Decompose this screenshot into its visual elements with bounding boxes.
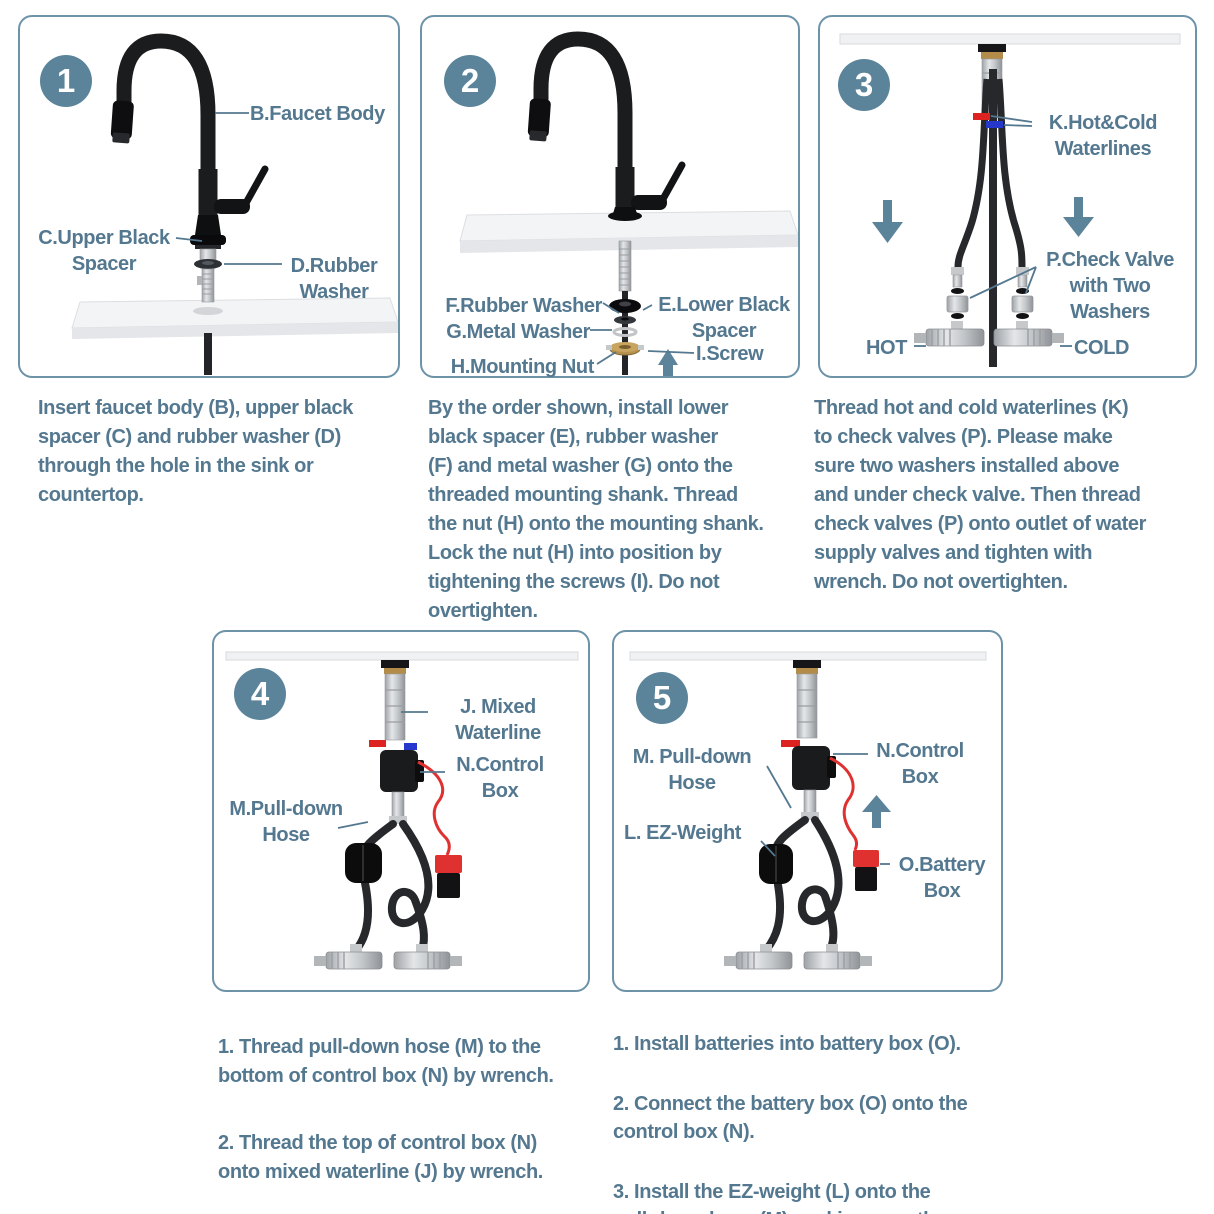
arrow-up-icon bbox=[862, 795, 891, 828]
step-5-caption-item: 1. Install batteries into battery box (O… bbox=[613, 1033, 961, 1055]
pull-down-hose bbox=[989, 69, 997, 367]
faucet bbox=[527, 31, 686, 221]
label-control-box: N.Control Box bbox=[456, 754, 544, 802]
mounting-hardware bbox=[381, 660, 409, 741]
battery-box bbox=[853, 850, 879, 891]
mounting-hardware bbox=[793, 660, 821, 739]
check-valves bbox=[946, 267, 1034, 319]
leader-lines bbox=[914, 115, 1072, 347]
faucet bbox=[110, 33, 269, 235]
label-lower-black-spacer: E.Lower Black Spacer bbox=[658, 294, 790, 342]
pull-down-hose bbox=[762, 816, 843, 954]
supply-valves bbox=[914, 321, 1064, 347]
leader-lines bbox=[760, 753, 890, 865]
cold-marker bbox=[404, 743, 417, 750]
cold-marker bbox=[986, 121, 1003, 128]
step-1-badge: 1 bbox=[40, 55, 92, 107]
ez-weight bbox=[345, 843, 382, 883]
ez-weight bbox=[759, 844, 793, 884]
mounting-shank bbox=[618, 240, 632, 292]
step-3-badge: 3 bbox=[838, 59, 890, 111]
step-4-caption-item: 2. Thread the top of control box (N) ont… bbox=[218, 1132, 543, 1183]
step-5-panel: 5 bbox=[612, 630, 1003, 992]
label-control-box: N.Control Box bbox=[876, 740, 964, 788]
supply-hose bbox=[622, 291, 628, 375]
step-4-diagram bbox=[225, 651, 579, 970]
lanyard bbox=[417, 760, 451, 856]
battery-box bbox=[435, 855, 462, 898]
leader-lines bbox=[590, 302, 695, 365]
step-3-diagram bbox=[839, 33, 1181, 367]
hot-marker bbox=[973, 113, 990, 120]
shank-below-box bbox=[389, 791, 407, 824]
supply-valves bbox=[314, 944, 462, 970]
supply-hose bbox=[204, 333, 212, 375]
label-faucet-body: B.Faucet Body bbox=[250, 103, 385, 125]
label-mounting-nut: H.Mounting Nut bbox=[450, 356, 595, 378]
leader-lines bbox=[175, 112, 282, 265]
step-4-caption-item: 1. Thread pull-down hose (M) to the bott… bbox=[218, 1036, 554, 1087]
step-1-caption: Insert faucet body (B), upper black spac… bbox=[38, 397, 353, 506]
spacer-washer-stack bbox=[190, 235, 226, 303]
step-2-diagram bbox=[459, 31, 798, 376]
faucet-handle bbox=[214, 199, 250, 214]
hot-marker bbox=[781, 740, 800, 747]
faucet-handle bbox=[631, 195, 667, 210]
step-1-diagram bbox=[71, 33, 398, 375]
step-3-caption: Thread hot and cold waterlines (K) to ch… bbox=[814, 397, 1146, 593]
control-box bbox=[380, 750, 424, 792]
label-upper-black-spacer: C.Upper Black Spacer bbox=[38, 227, 170, 275]
countertop bbox=[629, 651, 987, 661]
countertop bbox=[225, 651, 579, 661]
label-cold: COLD bbox=[1074, 337, 1130, 359]
step-4-panel: 4 bbox=[212, 630, 590, 992]
label-hot: HOT bbox=[866, 337, 908, 359]
leader-lines bbox=[337, 711, 445, 829]
label-metal-washer: G.Metal Washer bbox=[446, 321, 590, 343]
step-4-caption: 1. Thread pull-down hose (M) to the bott… bbox=[218, 1004, 613, 1214]
label-rubber-washer: D.Rubber Washer bbox=[290, 255, 378, 303]
hot-marker bbox=[369, 740, 386, 747]
supply-valves bbox=[724, 944, 872, 970]
label-battery-box: O.Battery Box bbox=[898, 854, 986, 902]
step-5-badge: 5 bbox=[636, 672, 688, 724]
pull-down-hose bbox=[352, 820, 433, 954]
shank-below-box bbox=[801, 789, 819, 820]
step-5-diagram bbox=[629, 651, 987, 970]
step-5-caption-item: 2. Connect the battery box (O) onto the … bbox=[613, 1093, 968, 1143]
step-2-panel: 2 bbox=[420, 15, 800, 378]
label-mixed-waterline: J. Mixed Waterline bbox=[455, 696, 541, 744]
step-1-panel: 1 bbox=[18, 15, 400, 378]
label-ez-weight: L. EZ-Weight bbox=[624, 822, 742, 844]
label-hot-cold-waterlines: K.Hot&Cold Waterlines bbox=[1048, 112, 1158, 160]
label-pull-down-hose: M.Pull-down Hose bbox=[229, 798, 343, 846]
step-2-badge: 2 bbox=[444, 55, 496, 107]
lanyard bbox=[829, 756, 859, 851]
label-rubber-washer: F.Rubber Washer bbox=[445, 295, 602, 317]
step-5-caption-item: 3. Install the EZ-weight (L) onto the pu… bbox=[613, 1181, 946, 1214]
arrow-down-icon bbox=[872, 200, 903, 243]
step-4-badge: 4 bbox=[234, 668, 286, 720]
countertop bbox=[71, 297, 398, 339]
label-check-valve: P.Check Valve with Two Washers bbox=[1046, 249, 1174, 323]
step-5-caption: 1. Install batteries into battery box (O… bbox=[613, 1002, 1045, 1214]
step-3-panel: 3 bbox=[818, 15, 1197, 378]
control-box bbox=[792, 746, 836, 790]
step-2-caption: By the order shown, install lower black … bbox=[428, 397, 764, 622]
arrow-down-icon bbox=[1063, 197, 1094, 237]
label-pull-down-hose: M. Pull-down Hose bbox=[632, 746, 752, 794]
arrow-up-icon bbox=[658, 349, 678, 376]
countertop bbox=[839, 33, 1181, 45]
exploded-parts bbox=[606, 299, 644, 356]
label-screw: I.Screw bbox=[696, 343, 764, 365]
